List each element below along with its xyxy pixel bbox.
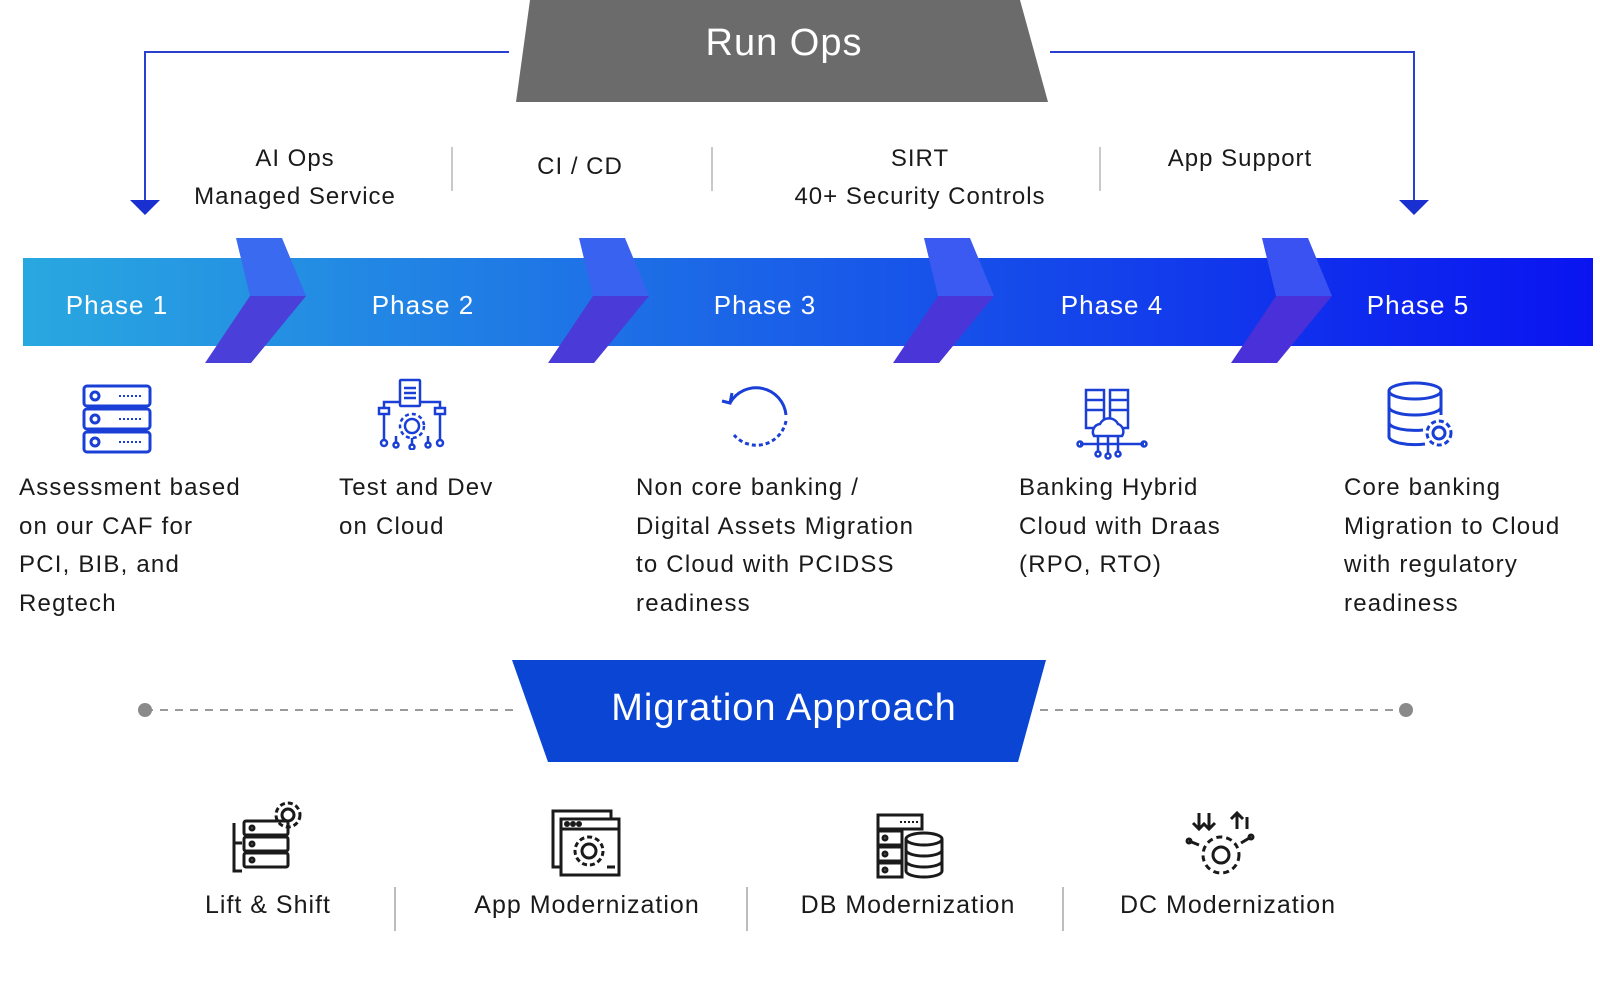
phase-1-description: Assessment based on our CAF for PCI, BIB… (19, 474, 241, 617)
ops-divider (1099, 147, 1101, 191)
database-server-icon (876, 813, 944, 879)
run-ops-trapezoid (516, 0, 1048, 102)
phase-1-label: Phase 1 (65, 290, 169, 320)
app-window-gear-icon (551, 809, 621, 877)
ops-divider (451, 147, 453, 191)
ops-item-line1: CI / CD (537, 153, 623, 180)
phase-4-description: Banking Hybrid Cloud with Draas (RPO, RT… (1019, 474, 1221, 578)
right-arrowhead-icon (1399, 200, 1429, 215)
chevron-separator-2 (548, 238, 649, 363)
hybrid-cloud-server-icon (1076, 388, 1148, 460)
database-gear-icon (1387, 381, 1453, 447)
chevron-separator-4 (1231, 238, 1332, 363)
migration-dot-left (138, 703, 152, 717)
method-db-modernization-label: DB Modernization (800, 891, 1016, 919)
run-ops-banner (516, 0, 1048, 102)
ops-item-line1: SIRT (890, 145, 950, 172)
server-rack-icon (82, 384, 152, 454)
migration-banner (138, 660, 1413, 762)
method-dc-modernization-label: DC Modernization (1119, 891, 1337, 919)
ops-item-sirt: SIRT 40+ Security Controls (760, 140, 1080, 216)
left-connector-line (144, 51, 509, 200)
phase-2-label: Phase 2 (371, 290, 475, 320)
migration-dot-right (1399, 703, 1413, 717)
method-divider (746, 887, 748, 931)
phase-5-description: Core banking Migration to Cloud with reg… (1344, 474, 1561, 617)
method-app-modernization-label: App Modernization (474, 891, 700, 919)
ops-item-line2: Managed Service (194, 183, 396, 210)
ops-item-line1: AI Ops (255, 145, 335, 172)
migration-title: Migration Approach (611, 687, 957, 729)
migration-trapezoid (512, 660, 1046, 762)
ops-item-app-support: App Support (1130, 140, 1350, 178)
chevron-separator-3 (893, 238, 994, 363)
phase-arrow-bar (23, 238, 1593, 363)
chevron-separator-1 (205, 238, 306, 363)
right-connector-line (1050, 51, 1415, 200)
phase-2-description: Test and Dev on Cloud (339, 474, 494, 540)
server-stack-gear-icon (232, 801, 302, 873)
datacenter-gear-arrows-icon (1185, 811, 1255, 875)
run-ops-connector-arrows (130, 51, 1429, 215)
method-lift-shift-label: Lift & Shift (205, 891, 331, 919)
phase-3-description: Non core banking / Digital Assets Migrat… (636, 474, 915, 617)
phase-4-label: Phase 4 (1060, 290, 1164, 320)
left-arrowhead-icon (130, 200, 160, 215)
document-workflow-gear-icon (377, 378, 447, 450)
refresh-cycle-icon (721, 386, 788, 447)
method-divider (1062, 887, 1064, 931)
method-divider (394, 887, 396, 931)
ops-item-line2: 40+ Security Controls (794, 183, 1046, 210)
phase-3-label: Phase 3 (713, 290, 817, 320)
phase-5-label: Phase 5 (1366, 290, 1470, 320)
ops-divider (711, 147, 713, 191)
ops-item-line1: App Support (1167, 145, 1313, 172)
ops-item-ci-cd: CI / CD (480, 148, 680, 186)
run-ops-title: Run Ops (705, 22, 863, 64)
ops-item-ai-ops: AI Ops Managed Service (170, 140, 420, 216)
